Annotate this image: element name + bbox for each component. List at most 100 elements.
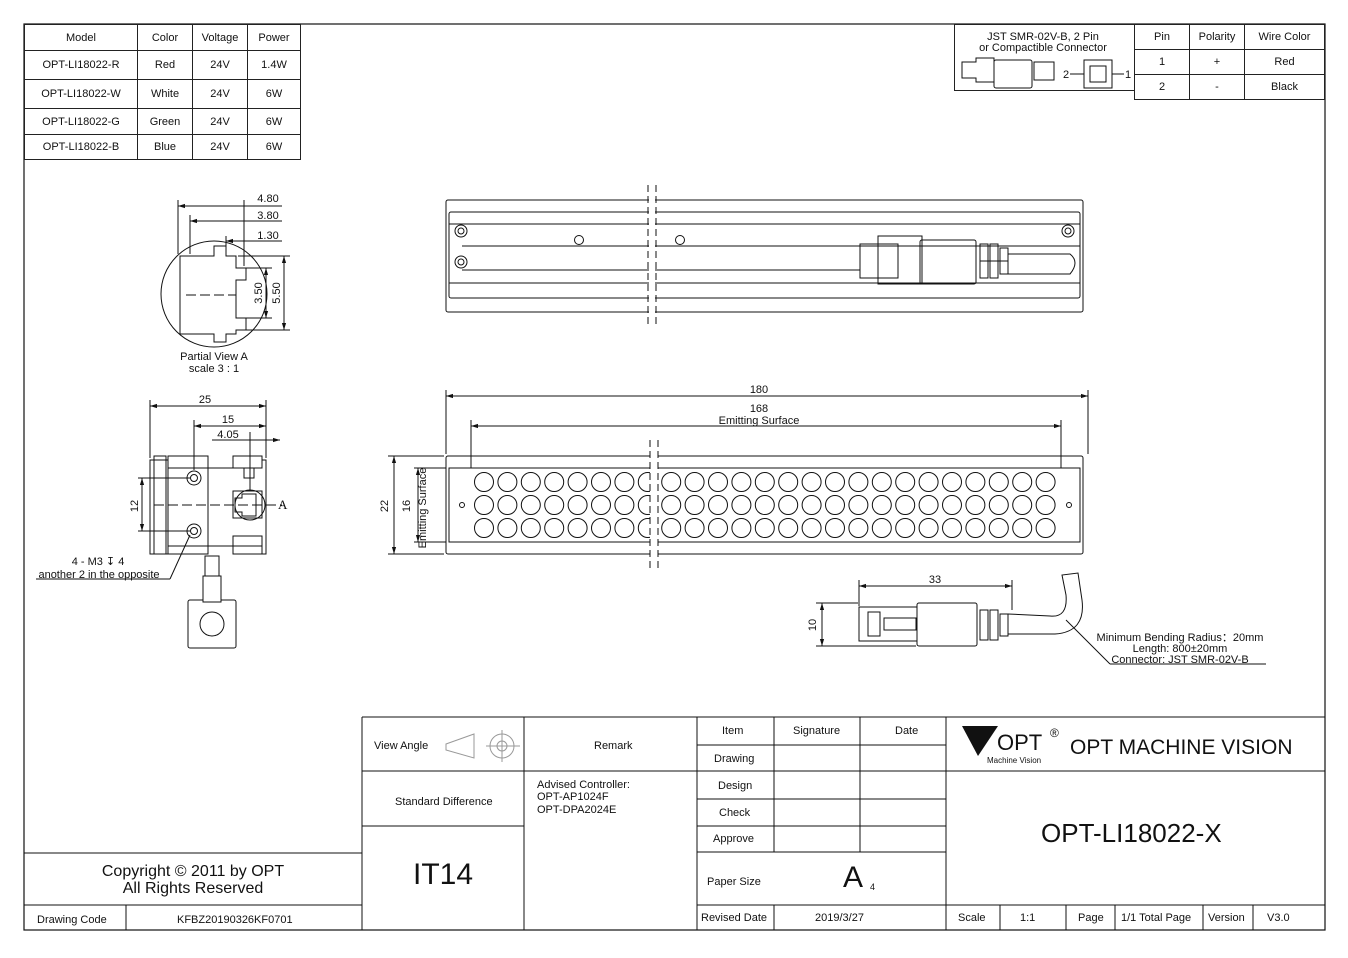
led-icon [474,518,494,538]
led-icon [754,472,775,492]
led-icon [661,518,682,538]
led-icon [825,472,845,492]
cable-strain-relief-icon [979,243,1009,279]
led-icon [544,495,565,515]
company-name: OPT MACHINE VISION [1070,736,1293,759]
standard-difference-label: Standard Difference [395,796,493,808]
polarity-header: Polarity [1189,24,1245,50]
power-cell: 6W [247,108,301,135]
part-number: OPT-LI18022-X [1041,818,1222,848]
dim-side-4-05: 4.05 [217,429,238,441]
led-icon [942,518,962,538]
led-icon [754,518,775,538]
color-cell: Blue [137,134,193,160]
led-icon [778,495,799,515]
voltage-cell: 24V [192,50,248,80]
led-icon [754,495,775,515]
pin-header: Pin [1134,24,1190,50]
version-value: V3.0 [1267,912,1290,924]
led-icon [684,518,705,538]
led-icon [474,495,494,515]
led-icon [1035,472,1056,492]
led-icon [567,518,588,538]
top-view [445,185,1084,328]
date-header: Date [895,725,919,737]
power-cell: 6W [247,79,301,109]
led-icon [895,495,916,515]
led-icon [895,518,916,538]
remark-label: Remark [594,740,633,752]
model-cell: OPT-LI18022-W [24,79,138,109]
table-row: OPT-LI18022-W White 24V 6W [24,79,301,109]
led-icon [801,472,822,492]
connector-pin-table: Pin Polarity Wire Color 1 + Red 2 - Blac… [1134,24,1325,100]
section-marker-a: A [278,497,288,512]
led-icon [848,495,869,515]
led-icon [918,495,939,515]
led-icon [684,495,705,515]
models-header: Power [247,24,301,51]
connector-note: Connector: JST SMR-02V-B [1111,654,1248,666]
led-icon [567,472,588,492]
led-icon [497,518,518,538]
led-icon [591,518,611,538]
led-icon [614,518,635,538]
led-icon [708,518,728,538]
model-cell: OPT-LI18022-R [24,50,138,80]
table-row: OPT-LI18022-R Red 24V 1.4W [24,50,301,80]
led-icon [497,495,518,515]
dim-side-25: 25 [199,394,211,406]
cable-length-note: Length: 800±20mm [1133,643,1228,655]
led-icon [965,472,986,492]
led-icon [731,472,752,492]
connector-sub: or Compactible Connector [979,42,1107,54]
led-icon [661,472,682,492]
revised-date-label: Revised Date [701,912,768,924]
logo-text: OPT [997,730,1043,755]
led-icon [544,518,565,538]
led-icon [567,495,588,515]
models-header: Voltage [192,24,248,51]
led-icon [988,495,1009,515]
led-icon [848,518,869,538]
led-icon [520,472,541,492]
table-row: 2 - Black [1134,74,1325,100]
led-icon [591,495,611,515]
led-icon [825,518,845,538]
wire-color-cell: Red [1244,49,1325,75]
led-icon [988,472,1009,492]
led-icon [661,495,682,515]
remark-controller-1: OPT-AP1024F [537,791,609,803]
led-icon [848,472,869,492]
version-label: Version [1208,912,1245,924]
led-icon [942,495,962,515]
led-icon [965,518,986,538]
voltage-cell: 24V [192,134,248,160]
mount-hole-icon [454,224,468,238]
approve-row-label: Approve [713,833,754,845]
models-header: Model [24,24,138,51]
thread-note: 4 - M3 ↧ 4 [72,556,125,568]
dim-cable-height: 10 [807,619,819,631]
dim-partial-5-50: 5.50 [271,282,283,303]
logo-subtitle: Machine Vision [987,756,1042,765]
connector-icon [919,239,977,285]
led-icon [801,495,822,515]
page-label: Page [1078,912,1104,924]
led-icon [474,472,494,492]
pin-cell: 1 [1134,49,1190,75]
cable-strain-relief-icon [979,609,1009,641]
led-icon [731,518,752,538]
dim-partial-4-80: 4.80 [257,193,278,205]
pin-label-2: 2 [1063,69,1069,81]
dim-cable-length: 33 [929,574,941,586]
sheet-border [23,23,1326,931]
scale-value: 1:1 [1020,912,1036,924]
drawing-code-value: KFBZ20190326KF0701 [177,914,293,926]
power-cell: 1.4W [247,50,301,80]
partial-view-caption: Partial View A [180,351,248,363]
remark-controller-2: OPT-DPA2024E [537,804,617,816]
led-icon [965,495,986,515]
signature-header: Signature [793,725,841,737]
